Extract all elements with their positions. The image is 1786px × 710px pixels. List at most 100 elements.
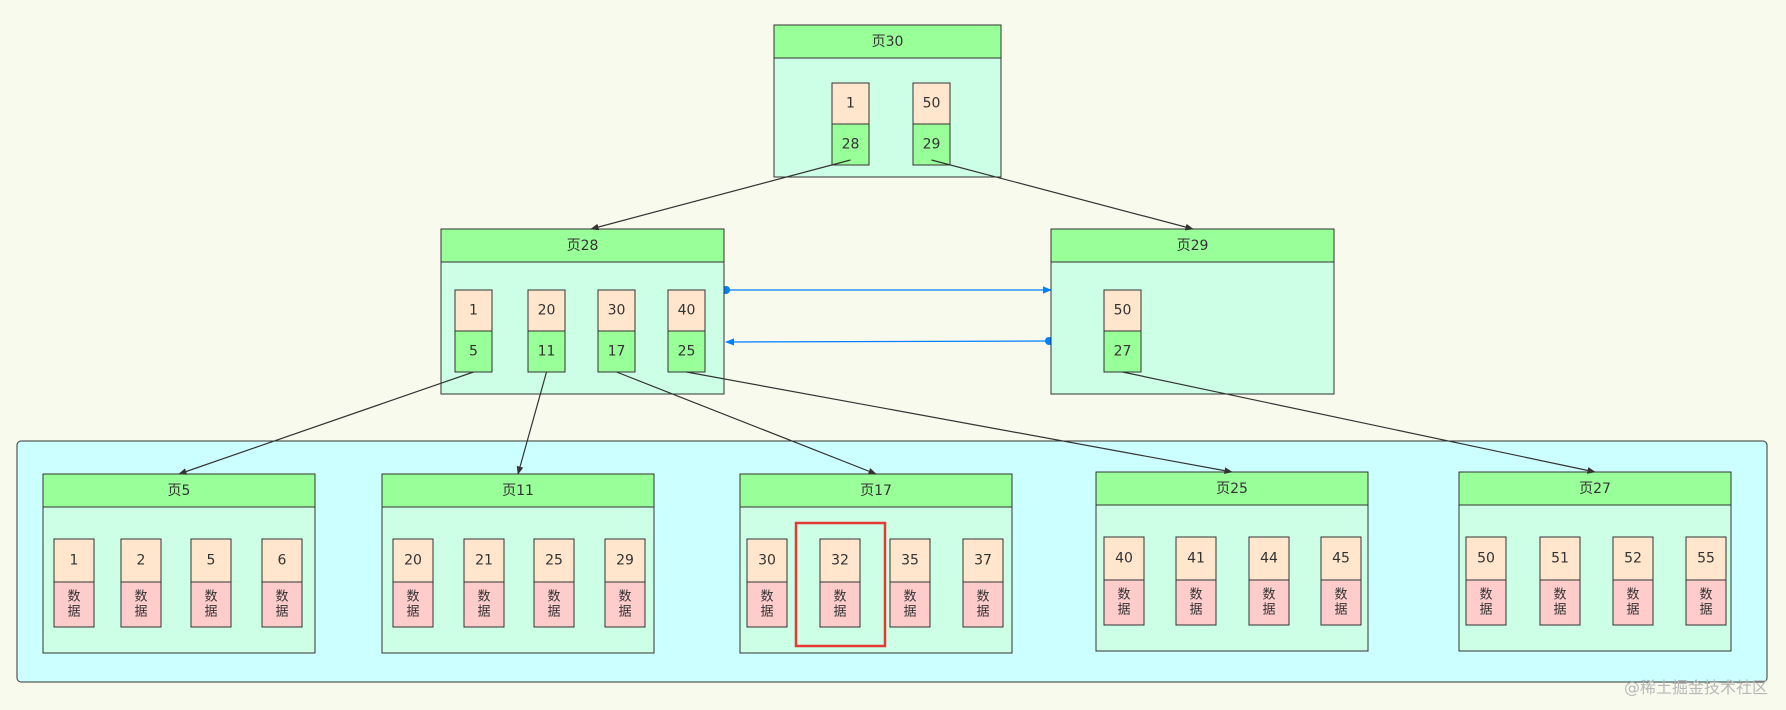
- leaf-page-页25-data-40: 数据: [1117, 588, 1130, 618]
- page-30-ptr-cell-28: [831, 123, 870, 166]
- page-29-key-50: 50: [1114, 303, 1132, 319]
- leaf-page-页17-key-32: 32: [831, 553, 849, 569]
- svg-text:数: 数: [618, 590, 631, 605]
- leaf-page-页25-key-cell-44: [1248, 536, 1290, 581]
- svg-text:数: 数: [1117, 588, 1130, 603]
- leaf-page-页27-data-cell-51: [1539, 579, 1581, 626]
- svg-text:数: 数: [903, 590, 916, 605]
- leaf-page-页17-data-cell-30: [746, 581, 788, 628]
- leaf-page-页5-title: 页5: [168, 483, 191, 499]
- leaf-page-页25-data-cell-45: [1320, 579, 1362, 626]
- svg-text:据: 据: [618, 605, 631, 620]
- arrows-layer: [178, 159, 1596, 475]
- leaf-page-页27-key-55: 55: [1697, 551, 1715, 567]
- svg-text:数: 数: [760, 590, 773, 605]
- svg-text:据: 据: [1553, 603, 1566, 618]
- leaf-page-页17-key-cell-35: [889, 538, 931, 583]
- arrow-28-to-25: [686, 371, 1233, 474]
- page-29-to-28-link: [725, 338, 1050, 346]
- leaf-page-页5-key-2: 2: [137, 553, 146, 569]
- leaf-page-页11-key-25: 25: [545, 553, 563, 569]
- leaf-page-页17-key-30: 30: [758, 553, 776, 569]
- page-28-title: 页28: [567, 238, 599, 254]
- leaf-page-页27-key-52: 52: [1624, 551, 1642, 567]
- leaf-page-页25-key-cell-40: [1103, 536, 1145, 581]
- svg-text:据: 据: [1262, 603, 1275, 618]
- leaf-page-页5-key-cell-1: [53, 538, 95, 583]
- svg-text:数: 数: [275, 590, 288, 605]
- leaf-page-页25-data-cell-44: [1248, 579, 1290, 626]
- svg-text:数: 数: [134, 590, 147, 605]
- page-28-key-cell-30: [597, 289, 636, 332]
- svg-text:据: 据: [1626, 603, 1639, 618]
- leaf-page-页11-key-cell-25: [533, 538, 575, 583]
- leaf-page-页5-key-cell-5: [190, 538, 232, 583]
- page-28-ptr-11: 11: [538, 344, 556, 360]
- cells-layer: 12850291520113017402550271数据2数据5数据6数据20数…: [53, 82, 1727, 628]
- leaf-page-页17-data-cell-35: [889, 581, 931, 628]
- leaf-page-页17-data-35: 数据: [903, 590, 916, 620]
- page-29-key-cell-50: [1103, 289, 1142, 332]
- page-28-key-1: 1: [469, 303, 478, 319]
- watermark: @稀土掘金技术社区: [1623, 678, 1768, 697]
- svg-text:数: 数: [477, 590, 490, 605]
- leaf-page-页11-key-20: 20: [404, 553, 422, 569]
- leaf-page-页27-key-50: 50: [1477, 551, 1495, 567]
- page-30-ptr-cell-29: [912, 123, 951, 166]
- leaf-page-页11-data-21: 数据: [477, 590, 490, 620]
- page-30-key-1: 1: [846, 96, 855, 112]
- leaf-page-页11-data-cell-25: [533, 581, 575, 628]
- svg-text:据: 据: [1699, 603, 1712, 618]
- svg-text:据: 据: [406, 605, 419, 620]
- leaf-page-页11-data-cell-20: [392, 581, 434, 628]
- leaf-page-页25-data-45: 数据: [1334, 588, 1347, 618]
- leaf-page-页5-data-2: 数据: [134, 590, 147, 620]
- svg-text:据: 据: [1479, 603, 1492, 618]
- page-30-ptr-29: 29: [923, 137, 941, 153]
- page-29-header: [1050, 228, 1335, 263]
- svg-text:据: 据: [477, 605, 490, 620]
- svg-text:据: 据: [1334, 603, 1347, 618]
- leaf-page-页27-data-55: 数据: [1699, 588, 1712, 618]
- overlay-layer: [794, 521, 887, 648]
- svg-text:数: 数: [67, 590, 80, 605]
- leaf-page-页17-data-cell-32: [819, 581, 861, 628]
- leaf-page-页11-data-cell-21: [463, 581, 505, 628]
- leaf-page-页25-data-cell-40: [1103, 579, 1145, 626]
- page-28-ptr-cell-25: [667, 330, 706, 373]
- leaf-page-页17-data-30: 数据: [760, 590, 773, 620]
- leaf-page-页27-data-cell-55: [1685, 579, 1727, 626]
- page-30-key-cell-1: [831, 82, 870, 125]
- leaf-page-页11-data-20: 数据: [406, 590, 419, 620]
- leaf-page-页5-key-cell-2: [120, 538, 162, 583]
- leaf-page-页27-data-cell-50: [1465, 579, 1507, 626]
- svg-text:据: 据: [760, 605, 773, 620]
- leaf-page-页27-data-50: 数据: [1479, 588, 1492, 618]
- svg-text:据: 据: [1117, 603, 1130, 618]
- leaf-page-页17-data-cell-37: [962, 581, 1004, 628]
- svg-text:数: 数: [1626, 588, 1639, 603]
- svg-text:数: 数: [1262, 588, 1275, 603]
- leaf-page-页27-key-cell-55: [1685, 536, 1727, 581]
- leaf-page-页11-key-29: 29: [616, 553, 634, 569]
- page-29-ptr-27: 27: [1114, 344, 1132, 360]
- highlighted-record-32: [794, 521, 887, 648]
- leaf-page-页5-data-cell-1: [53, 581, 95, 628]
- page-28-ptr-17: 17: [608, 344, 626, 360]
- page-28-key-40: 40: [678, 303, 696, 319]
- page-28-key-30: 30: [608, 303, 626, 319]
- leaf-page-页11-title: 页11: [502, 483, 534, 499]
- leaf-page-页25-key-40: 40: [1115, 551, 1133, 567]
- leaf-page-页5-data-1: 数据: [67, 590, 80, 620]
- svg-text:数: 数: [1553, 588, 1566, 603]
- leaf-page-页17-data-32: 数据: [833, 590, 846, 620]
- page-28-ptr-cell-17: [597, 330, 636, 373]
- svg-text:数: 数: [1699, 588, 1712, 603]
- leaf-page-页27-title: 页27: [1579, 481, 1611, 497]
- leaf-page-页25-header: [1095, 471, 1369, 506]
- leaf-page-页11-data-cell-29: [604, 581, 646, 628]
- leaf-page-页11-data-29: 数据: [618, 590, 631, 620]
- arrow-28-to-5: [178, 371, 474, 475]
- svg-text:数: 数: [1189, 588, 1202, 603]
